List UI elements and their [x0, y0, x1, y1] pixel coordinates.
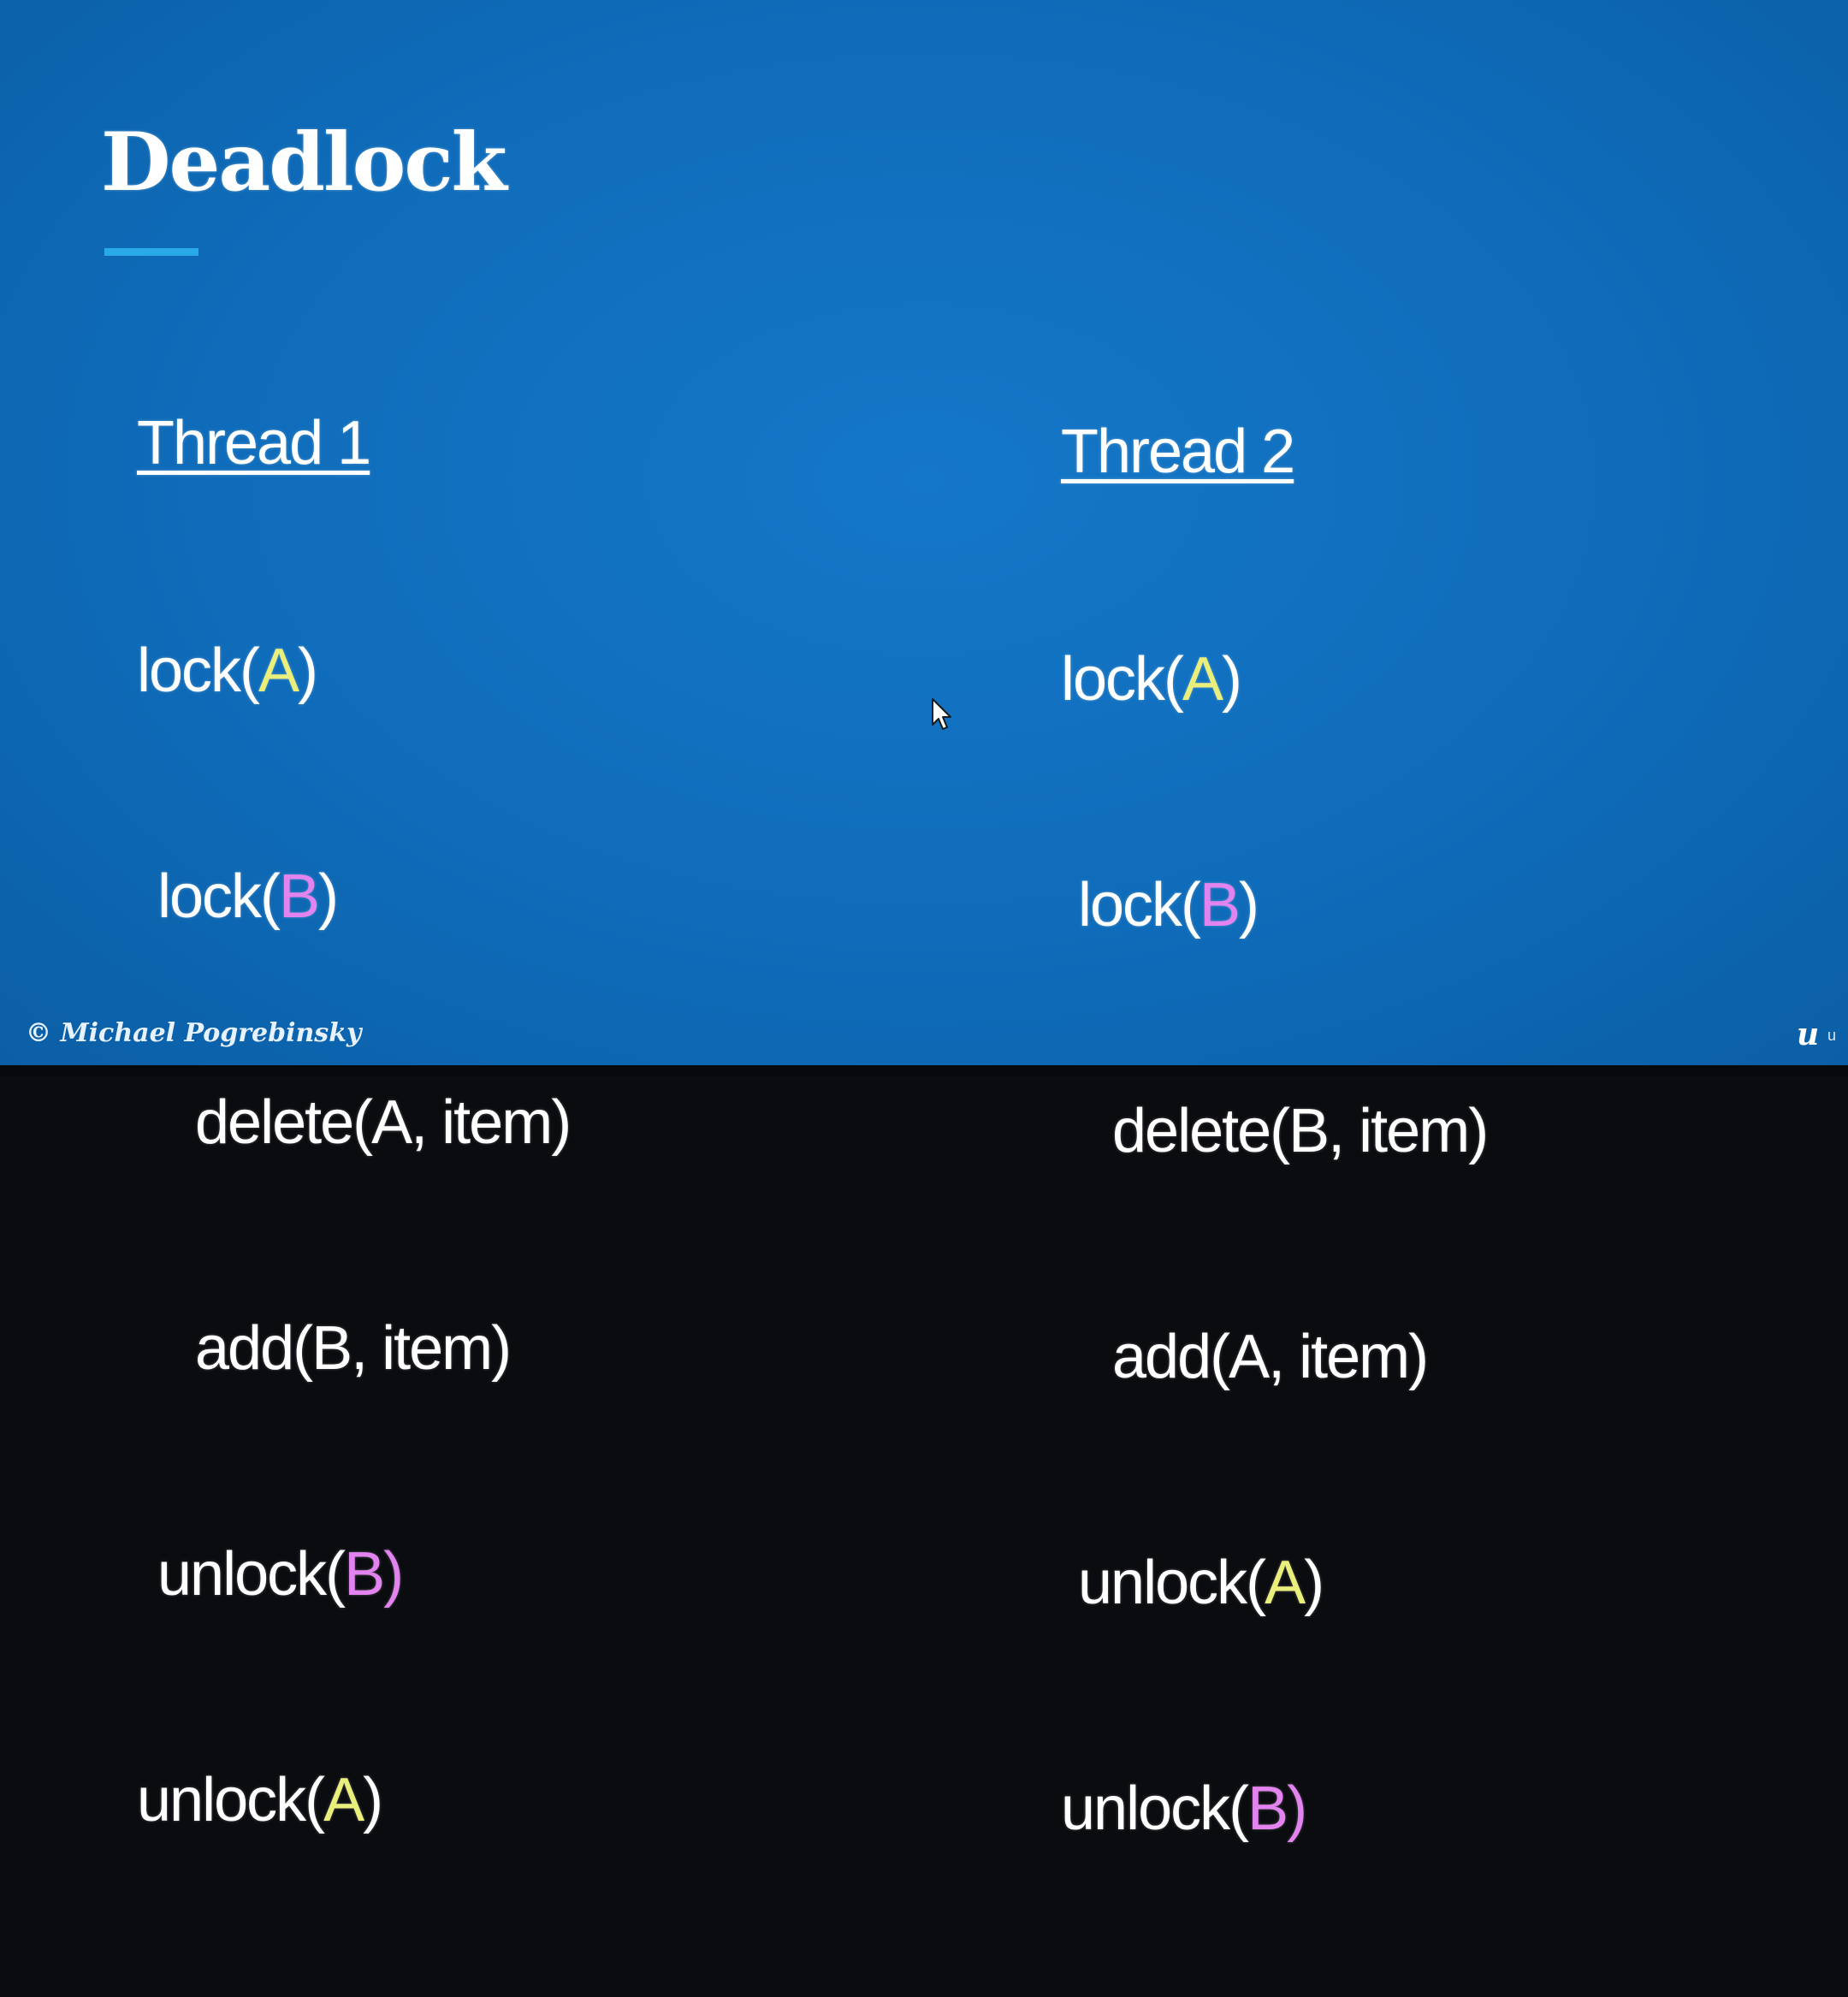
thread-1-line-5: unlock(B)	[157, 1540, 404, 1609]
copyright-footer: © Michael Pogrebinsky	[26, 1018, 362, 1048]
thread-1-line-4: add(B, item)	[195, 1314, 512, 1383]
resource-b-label: B	[279, 862, 320, 931]
thread-1-line-2: lock(B)	[157, 862, 339, 931]
resource-a-label: A	[323, 1766, 364, 1834]
thread-1-column: Thread 1 lock(A) lock(B) delete(A, item)…	[137, 255, 572, 1988]
thread-1-line-6: unlock(A)	[137, 1766, 383, 1834]
presentation-slide: Deadlock Thread 1 lock(A) lock(B) delete…	[0, 0, 1848, 1843]
screen-bezel	[0, 1065, 1848, 1076]
thread-2-line-5: unlock(A)	[1078, 1549, 1324, 1617]
thread-2-line-3: delete(B, item)	[1112, 1097, 1489, 1165]
brand-logo: u	[1797, 1016, 1820, 1052]
slide-title: Deadlock	[101, 116, 507, 210]
thread-2-line-1: lock(A)	[1061, 645, 1242, 714]
thread-2-heading: Thread 2	[1061, 418, 1295, 486]
thread-2-column: Thread 2 lock(A) lock(B) delete(B, item)…	[1061, 264, 1489, 1997]
resource-b-label: B	[1247, 1775, 1288, 1843]
thread-1-line-1: lock(A)	[137, 637, 318, 705]
mouse-pointer-icon	[932, 698, 951, 730]
brand-logo-tail: u	[1827, 1027, 1837, 1044]
resource-b-label: B	[344, 1540, 385, 1609]
resource-a-label: A	[1265, 1549, 1306, 1617]
resource-a-label: A	[1182, 645, 1223, 714]
title-accent-bar	[104, 248, 198, 256]
thread-1-line-3: delete(A, item)	[195, 1088, 572, 1157]
thread-2-line-4: add(A, item)	[1112, 1323, 1429, 1391]
resource-a-label: A	[258, 637, 299, 705]
thread-2-line-2: lock(B)	[1078, 871, 1259, 939]
resource-b-label: B	[1199, 871, 1241, 939]
thread-2-line-6: unlock(B)	[1061, 1775, 1307, 1843]
thread-1-heading: Thread 1	[137, 409, 371, 477]
